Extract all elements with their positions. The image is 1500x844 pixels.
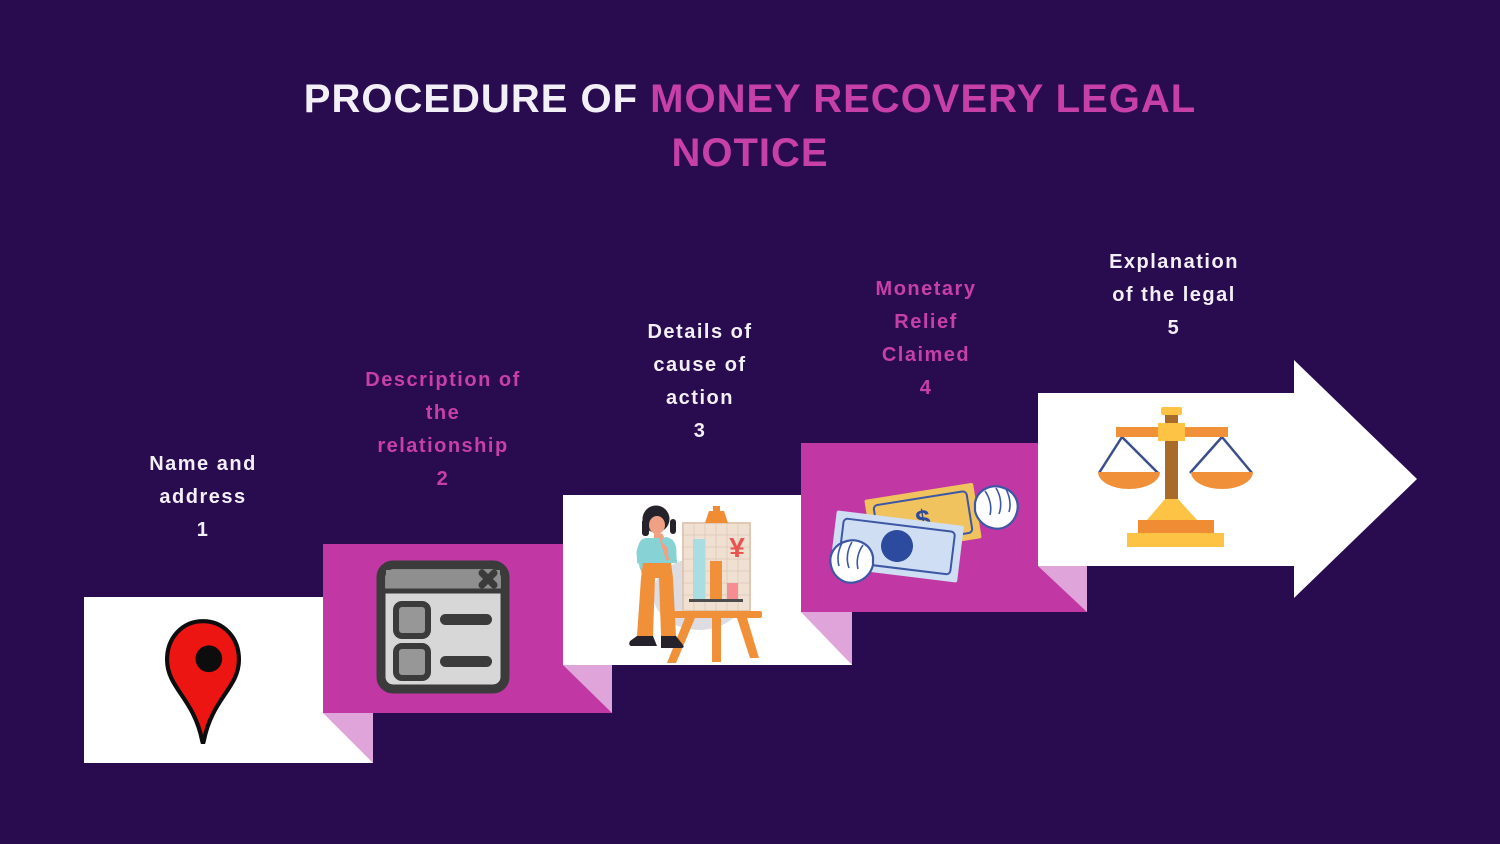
title-part-white: PROCEDURE OF bbox=[303, 77, 639, 121]
easel-tray bbox=[669, 611, 762, 618]
step-1-label: Name and address 1 bbox=[149, 448, 257, 547]
scale-strings bbox=[1097, 436, 1253, 474]
woman-figure bbox=[629, 505, 684, 648]
yen-symbol: ¥ bbox=[729, 532, 745, 563]
step-2-title: Description of the relationship bbox=[365, 369, 521, 457]
form-checkbox-1 bbox=[393, 601, 431, 639]
location-pin-icon bbox=[164, 619, 242, 744]
scale-base bbox=[1147, 499, 1197, 520]
left-hand bbox=[829, 539, 875, 584]
easel-clip bbox=[705, 511, 728, 523]
form-line-2 bbox=[440, 656, 492, 667]
window-titlebar bbox=[386, 570, 500, 589]
woman-with-bar-chart-illustration: ¥ bbox=[629, 505, 762, 663]
step-4-title: Monetary Relief Claimed bbox=[875, 278, 977, 366]
step-1-title: Name and address bbox=[149, 453, 257, 508]
step-5-label: Explanation of the legal 5 bbox=[1109, 246, 1239, 345]
step-5-number: 5 bbox=[1167, 317, 1181, 339]
hands-exchanging-money-illustration: $ bbox=[829, 483, 1019, 584]
chart-bars bbox=[693, 539, 738, 599]
step-5-card bbox=[1038, 393, 1294, 566]
step-5-title: Explanation of the legal bbox=[1109, 251, 1239, 306]
easel-legs bbox=[667, 618, 759, 663]
window-close-icon bbox=[478, 569, 498, 589]
page-title: PROCEDURE OF MONEY RECOVERY LEGAL NOTICE bbox=[0, 72, 1500, 180]
scale-right-pan bbox=[1191, 472, 1253, 489]
step-4-label: Monetary Relief Claimed 4 bbox=[876, 273, 977, 405]
arrow-head bbox=[1294, 360, 1417, 598]
step-2-number: 2 bbox=[436, 468, 450, 490]
right-hand bbox=[973, 485, 1019, 530]
step-3-title: Details of cause of action bbox=[647, 321, 753, 409]
title-part-pink: MONEY RECOVERY LEGAL NOTICE bbox=[650, 77, 1197, 175]
pin-center-dot bbox=[195, 645, 223, 673]
step-3-label: Details of cause of action 3 bbox=[647, 316, 752, 448]
step-4-number: 4 bbox=[919, 377, 933, 399]
scale-left-pan bbox=[1098, 472, 1160, 489]
form-line-1 bbox=[440, 614, 492, 625]
easel-board: ¥ bbox=[667, 506, 762, 663]
form-checkbox-2 bbox=[393, 643, 431, 681]
form-window-icon bbox=[376, 560, 510, 694]
step-2-label: Description of the relationship 2 bbox=[365, 364, 520, 496]
step-3-number: 3 bbox=[693, 420, 707, 442]
step-1-number: 1 bbox=[196, 519, 210, 541]
scales-of-justice-icon bbox=[1097, 407, 1253, 547]
